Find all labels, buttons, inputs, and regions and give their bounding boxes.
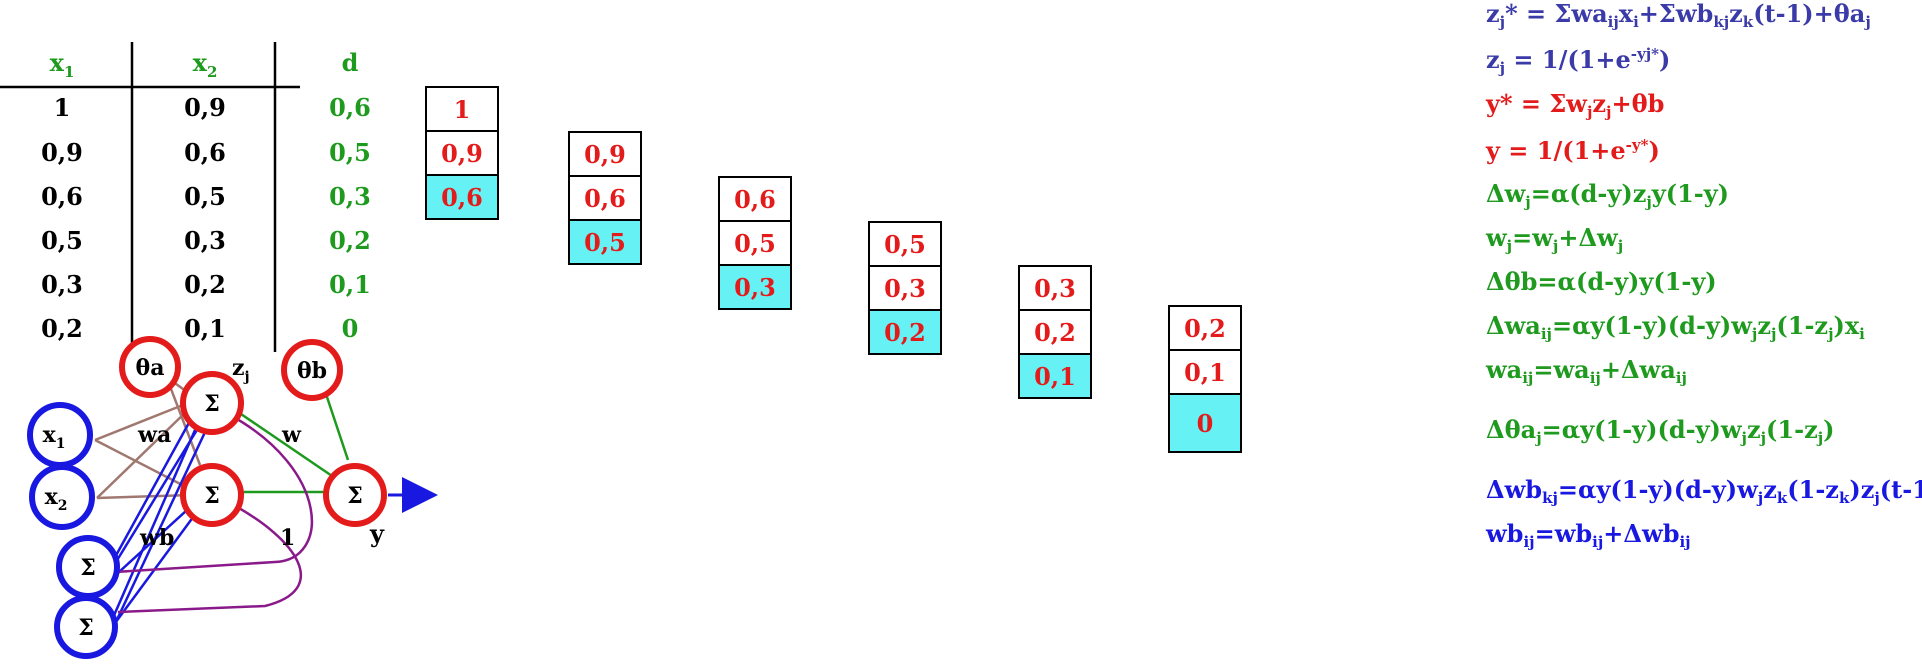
context-node-2: Σ <box>54 595 118 659</box>
hidden-node-2-label: Σ <box>204 483 220 509</box>
table-cell: 0,1 <box>184 314 226 343</box>
table-cell: 0,9 <box>184 93 226 122</box>
context-node-1-label: Σ <box>80 555 96 581</box>
table-cell: 0,6 <box>184 138 226 167</box>
window-cell: 0,2 <box>868 309 942 355</box>
formula-y: y = 1/(1+e-y*) <box>1486 136 1660 165</box>
formula-wb-update: wbij=wbij+Δwbij <box>1486 519 1691 551</box>
formula-zj: zj = 1/(1+e-yj*) <box>1486 45 1671 77</box>
header-x1: x1 <box>49 48 75 81</box>
w-label: w <box>281 422 302 448</box>
one-label: 1 <box>280 525 295 551</box>
window-cell: 0,5 <box>568 219 642 265</box>
table-cell: 0,2 <box>184 270 226 299</box>
window-cell: 0,9 <box>568 131 642 177</box>
window-cell: 0,1 <box>1018 353 1092 399</box>
formula-wj-update: wj=wj+Δwj <box>1486 223 1624 255</box>
output-node: Σ <box>323 463 387 527</box>
context-node-2-label: Σ <box>78 615 94 641</box>
theta-b-label: θb <box>297 358 327 384</box>
network-diagram: θa θb Σ zj Σ Σ x1 x2 Σ <box>27 336 438 659</box>
table-cell: 1 <box>53 93 71 122</box>
window-cell: 0,6 <box>568 175 642 221</box>
window-cell: 0,5 <box>868 221 942 267</box>
formula-y-star: y* = Σwjzj+θb <box>1486 89 1665 121</box>
table-cell: 0,5 <box>41 226 83 255</box>
table-cell: 0,3 <box>329 182 371 211</box>
wa-label: wa <box>137 422 171 448</box>
header-x2: x2 <box>192 48 218 81</box>
window-cell: 0,2 <box>1168 305 1242 351</box>
zj-label: zj <box>232 355 250 385</box>
formula-delta-theta-b: Δθb=α(d-y)y(1-y) <box>1486 267 1717 296</box>
table-cell: 0,9 <box>41 138 83 167</box>
formula-delta-wa: Δwaij=αy(1-y)(d-y)wjzj(1-zj)xi <box>1486 311 1865 343</box>
window-cell: 0,3 <box>868 265 942 311</box>
hidden-node-2: Σ <box>180 463 244 527</box>
table-cell: 0 <box>341 314 359 343</box>
theta-a-node: θa <box>119 336 181 398</box>
hidden-node-1: Σ <box>180 371 244 435</box>
input-node-x1: x1 <box>27 402 93 468</box>
table-grid <box>0 42 300 352</box>
header-d: d <box>341 48 359 77</box>
window-cell: 0,1 <box>1168 349 1242 395</box>
context-node-1: Σ <box>56 535 120 599</box>
y-label: y <box>369 519 385 548</box>
table-cell: 0,2 <box>329 226 371 255</box>
table-cell: 0,5 <box>329 138 371 167</box>
wb-connections <box>106 409 208 631</box>
table-cell: 0,1 <box>329 270 371 299</box>
hidden-node-1-label: Σ <box>204 391 220 417</box>
window-cell: 0,2 <box>1018 309 1092 355</box>
table-cell: 0,6 <box>329 93 371 122</box>
wb-label: wb <box>139 525 174 551</box>
window-cell: 0,5 <box>718 220 792 266</box>
window-cell: 0,6 <box>718 176 792 222</box>
table-cell: 0,6 <box>41 182 83 211</box>
theta-b-node: θb <box>281 339 343 401</box>
formula-delta-wb: Δwbkj=αy(1-y)(d-y)wjzk(1-zk)zj(t-1) <box>1486 475 1922 507</box>
window-cell: 0,3 <box>718 264 792 310</box>
formula-delta-wj: Δwj=α(d-y)zjy(1-y) <box>1486 179 1730 211</box>
table-cell: 0,2 <box>41 314 83 343</box>
theta-a-label: θa <box>136 355 165 381</box>
context-curves <box>114 413 314 614</box>
table-cell: 0,3 <box>41 270 83 299</box>
formula-zj-star: zj* = Σwaijxi+Σwbkjzk(t-1)+θaj <box>1486 0 1871 31</box>
x1-node-label: x1 <box>43 422 66 452</box>
output-node-label: Σ <box>347 483 363 509</box>
table-cell: 0,3 <box>184 226 226 255</box>
table-cell: 0,5 <box>184 182 226 211</box>
window-cell: 0 <box>1168 393 1242 453</box>
formula-wa-update: waij=waij+Δwaij <box>1486 355 1687 387</box>
formula-delta-theta-a: Δθaj=αy(1-y)(d-y)wjzj(1-zj) <box>1486 415 1835 447</box>
window-cell: 0,3 <box>1018 265 1092 311</box>
window-cell: 0,6 <box>425 174 499 220</box>
x2-node-label: x2 <box>45 484 68 514</box>
window-cell: 0,9 <box>425 130 499 176</box>
input-node-x2: x2 <box>29 464 95 530</box>
window-cell: 1 <box>425 86 499 132</box>
